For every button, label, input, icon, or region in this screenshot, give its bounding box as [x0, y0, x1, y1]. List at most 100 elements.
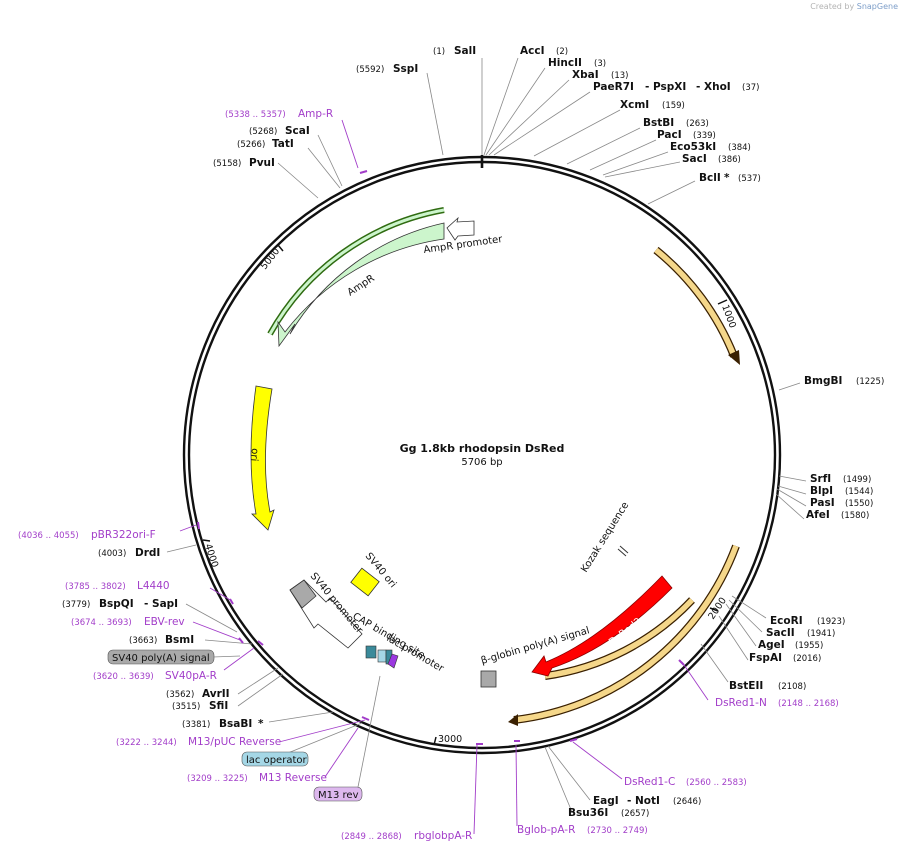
svg-text:(386): (386) [718, 155, 741, 165]
site-ecori[interactable]: EcoRI (1923) [770, 615, 845, 627]
site-xcmi[interactable]: XcmI (159) [620, 99, 685, 111]
svg-text:BspQI: BspQI [99, 598, 134, 610]
svg-text:SacI: SacI [682, 153, 707, 165]
svg-text:(3562): (3562) [166, 690, 194, 700]
site-avrii[interactable]: (3562)AvrII [166, 688, 230, 700]
kozak-label: Kozak sequence [579, 500, 631, 574]
site-bsmi[interactable]: (3663)BsmI [129, 634, 194, 646]
feature-orange-top[interactable] [653, 246, 740, 365]
site-agei[interactable]: AgeI(1955) [758, 639, 823, 651]
site-eco53ki[interactable]: Eco53kI (384) [670, 141, 751, 153]
svg-text:DsRed1-N: DsRed1-N [715, 697, 767, 709]
bglobin-label: β-globin poly(A) signal [480, 625, 591, 667]
site-scai[interactable]: (5268)ScaI [249, 125, 310, 137]
svg-text:BstEII: BstEII [729, 680, 763, 692]
feature-sv40-ori[interactable]: SV40 ori [350, 551, 398, 597]
svg-text:(3663): (3663) [129, 636, 157, 646]
svg-text:(2646): (2646) [673, 797, 701, 807]
site-acci[interactable]: AccI(2) [520, 45, 568, 57]
site-sspi[interactable]: (5592)SspI [356, 63, 418, 75]
pill-lac-operator[interactable]: lac operator [241, 751, 309, 767]
svg-text:BclI: BclI [699, 172, 721, 184]
svg-text:XcmI: XcmI [620, 99, 649, 111]
svg-text:(3674 .. 3693): (3674 .. 3693) [71, 618, 132, 628]
pill-sv40-polya[interactable]: SV40 poly(A) signal [107, 649, 215, 665]
svg-text:(4036 .. 4055): (4036 .. 4055) [18, 531, 79, 541]
svg-text:(2657): (2657) [621, 809, 649, 819]
site-bsteii[interactable]: BstEII(2108) [729, 680, 806, 692]
site-pasi[interactable]: PasI(1550) [810, 497, 873, 509]
site-paer7i[interactable]: PaeR7I- PspXI- XhoI(37) [593, 81, 759, 93]
feature-ori[interactable]: ori [248, 385, 275, 531]
primer-dsred1-c[interactable]: DsRed1-C(2560 .. 2583) [624, 776, 747, 788]
svg-text:- NotI: - NotI [627, 795, 660, 807]
site-bsu36i[interactable]: Bsu36I (2657) [568, 807, 649, 819]
credit-label: Created by [810, 2, 855, 11]
site-hincii[interactable]: HincII(3) [548, 57, 606, 69]
site-fspai[interactable]: FspAI(2016) [749, 652, 821, 664]
svg-text:lac operator: lac operator [246, 755, 307, 766]
svg-text:SV40 poly(A) signal: SV40 poly(A) signal [112, 653, 210, 664]
primer-dsred1-n[interactable]: DsRed1-N(2148 .. 2168) [715, 697, 839, 709]
primer-pbr322ori-f[interactable]: (4036 .. 4055) pBR322ori-F [18, 529, 156, 541]
primer-m13-reverse[interactable]: (3209 .. 3225)M13 Reverse [187, 772, 327, 784]
svg-text:AccI: AccI [520, 45, 544, 57]
ori-label: ori [248, 448, 260, 462]
primer-bglob-pa-r[interactable]: Bglob-pA-R(2730 .. 2749) [517, 824, 648, 836]
plasmid-length: 5706 bp [461, 457, 502, 468]
site-blpi[interactable]: BlpI(1544) [810, 485, 873, 497]
feature-cap-lac[interactable]: CAP binding site lac promoter [351, 611, 447, 675]
svg-text:(5266): (5266) [237, 140, 265, 150]
site-sfii[interactable]: (3515)SfiI [172, 700, 228, 712]
svg-text:(1923): (1923) [817, 617, 845, 627]
svg-text:M13 Reverse: M13 Reverse [259, 772, 327, 784]
svg-text:*: * [258, 718, 264, 730]
svg-text:(1580): (1580) [841, 511, 869, 521]
svg-text:(339): (339) [693, 131, 716, 141]
primer-leaders [179, 119, 709, 835]
site-drdi[interactable]: (4003)DrdI [98, 547, 160, 559]
svg-text:PacI: PacI [657, 129, 682, 141]
site-sali[interactable]: (1)SalI [433, 45, 476, 57]
feature-orange-bottom[interactable] [508, 544, 740, 726]
site-saci[interactable]: SacI (386) [682, 153, 741, 165]
svg-text:*: * [724, 172, 730, 184]
svg-text:Eco53kI: Eco53kI [670, 141, 716, 153]
feature-kozak[interactable]: Kozak sequence [579, 500, 631, 574]
svg-text:Bsu36I: Bsu36I [568, 807, 608, 819]
site-xbai[interactable]: XbaI(13) [572, 69, 628, 81]
site-sacii[interactable]: SacII(1941) [766, 627, 835, 639]
site-afei[interactable]: AfeI(1580) [806, 509, 869, 521]
site-paci[interactable]: PacI (339) [657, 129, 716, 141]
svg-text:(159): (159) [662, 101, 685, 111]
svg-text:(3222 .. 3244): (3222 .. 3244) [116, 738, 177, 748]
site-srfi[interactable]: SrfI(1499) [810, 473, 871, 485]
svg-text:(37): (37) [742, 83, 759, 93]
svg-text:(3): (3) [594, 59, 606, 69]
svg-text:(3785 .. 3802): (3785 .. 3802) [65, 582, 126, 592]
primer-l4440[interactable]: (3785 .. 3802)L4440 [65, 580, 170, 592]
svg-text:PaeR7I: PaeR7I [593, 81, 634, 93]
svg-text:DsRed1-C: DsRed1-C [624, 776, 675, 788]
primer-ebv-rev[interactable]: (3674 .. 3693)EBV-rev [71, 616, 185, 628]
svg-text:(2849 .. 2868): (2849 .. 2868) [341, 832, 402, 842]
svg-text:EcoRI: EcoRI [770, 615, 803, 627]
feature-ampr[interactable]: AmpR [267, 207, 445, 348]
site-tati[interactable]: (5266)TatI [237, 138, 294, 150]
site-pvui[interactable]: (5158)PvuI [213, 157, 275, 169]
svg-text:(384): (384) [728, 143, 751, 153]
primer-m13puc-reverse[interactable]: (3222 .. 3244)M13/pUC Reverse [116, 736, 281, 748]
site-bcli[interactable]: BclI*(537) [699, 172, 761, 184]
site-bmgbi[interactable]: BmgBI(1225) [804, 375, 884, 387]
primer-rbglobpa-r[interactable]: (2849 .. 2868)rbglobpA-R [341, 830, 472, 842]
svg-text:XbaI: XbaI [572, 69, 599, 81]
site-bsabi[interactable]: (3381)BsaBI* [182, 718, 264, 730]
svg-text:PvuI: PvuI [249, 157, 275, 169]
site-eagi[interactable]: EagI- NotI(2646) [593, 795, 701, 807]
pill-m13-rev[interactable]: M13 rev [313, 786, 363, 802]
site-bstbi[interactable]: BstBI(263) [643, 117, 709, 129]
svg-text:pBR322ori-F: pBR322ori-F [91, 529, 156, 541]
primer-sv40pa-r[interactable]: (3620 .. 3639)SV40pA-R [93, 670, 217, 682]
primer-amp-r[interactable]: (5338 .. 5357)Amp-R [225, 108, 333, 120]
site-bspqi[interactable]: (3779)BspQI- SapI [62, 598, 178, 610]
